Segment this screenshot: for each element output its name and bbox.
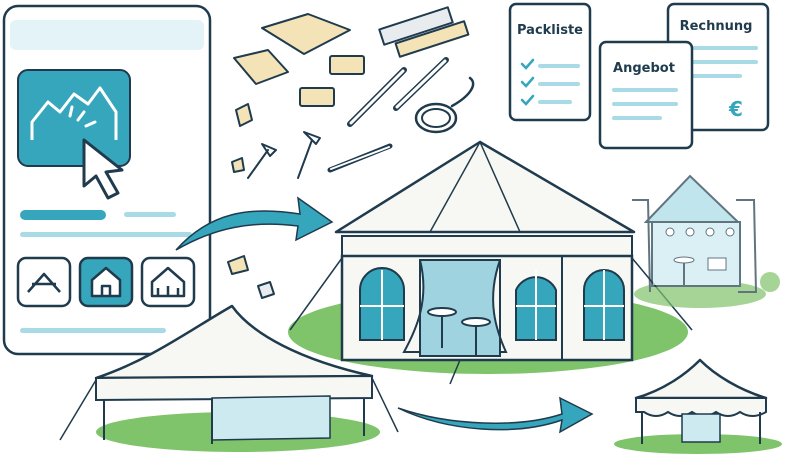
- tent-option-1[interactable]: [16, 256, 72, 308]
- rechnung-title: Rechnung: [680, 19, 753, 34]
- pole: [349, 69, 405, 125]
- checkmark-icon: [520, 76, 535, 88]
- cursor-icon: [82, 138, 124, 200]
- tent-parts: [227, 6, 475, 299]
- wood-plank: [394, 20, 470, 58]
- document-packliste[interactable]: Packliste: [508, 2, 592, 122]
- main-tent: [288, 140, 693, 385]
- text-line: [20, 328, 166, 333]
- pole: [395, 59, 447, 109]
- wood-plank: [378, 6, 454, 46]
- stage-tent: [632, 174, 780, 308]
- house-tent-icon: [90, 266, 122, 298]
- flow-arrow: [175, 196, 334, 251]
- angebot-title: Angebot: [613, 61, 675, 76]
- euro-symbol: €: [728, 97, 743, 121]
- checkmark-icon: [520, 58, 535, 70]
- document-angebot[interactable]: Angebot: [598, 40, 694, 150]
- pagoda-tent-large: [59, 304, 399, 452]
- packliste-title: Packliste: [517, 23, 583, 38]
- text-line: [124, 212, 176, 217]
- pagoda-tent-small: [614, 358, 782, 454]
- wood-block: [329, 55, 365, 75]
- canvas-sheet: [261, 13, 351, 55]
- canvas-sheet: [233, 49, 289, 85]
- peg: [247, 143, 277, 179]
- checkmark-icon: [520, 94, 535, 106]
- app-panel: [2, 4, 212, 356]
- pole: [330, 146, 390, 170]
- rope-coil: [414, 102, 458, 134]
- event-tent-icon: [150, 266, 186, 298]
- wood-block: [299, 87, 335, 107]
- tent-option-3[interactable]: [140, 256, 196, 308]
- rope-coil: [421, 108, 451, 128]
- peg: [297, 131, 321, 179]
- tent-option-2[interactable]: [78, 256, 134, 308]
- text-line: [20, 232, 192, 237]
- progress-bar: [20, 210, 106, 220]
- flow-arrow: [397, 396, 594, 434]
- image-upload-card[interactable]: [17, 69, 131, 167]
- tent-style-1-icon: [27, 272, 61, 293]
